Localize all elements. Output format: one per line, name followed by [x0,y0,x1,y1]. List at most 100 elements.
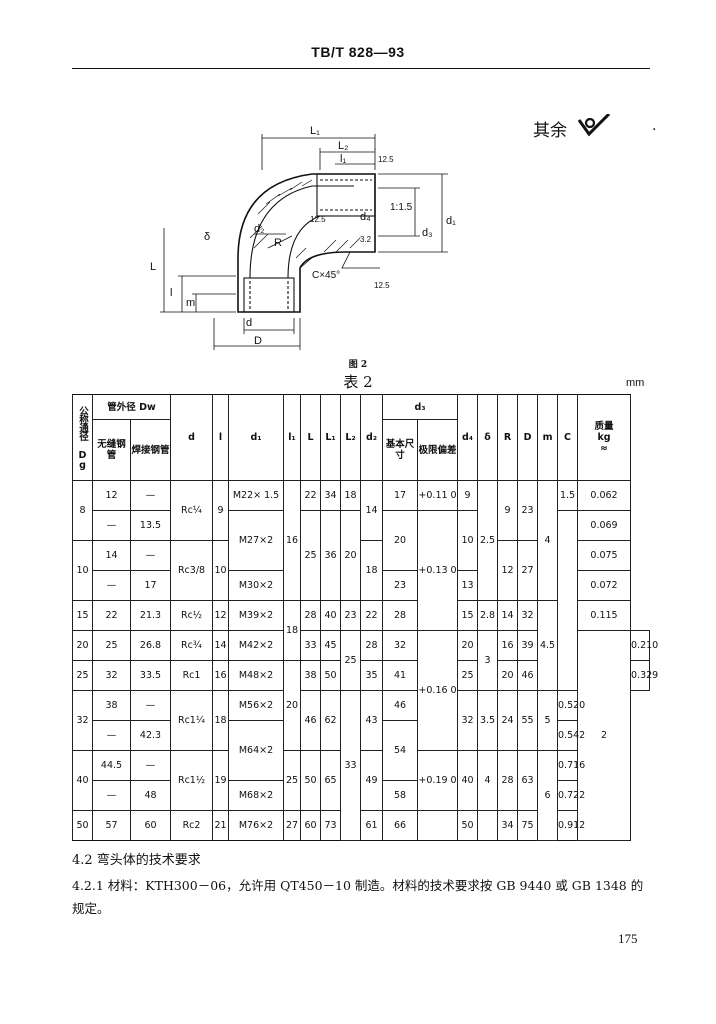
cell: M27×2 [228,510,285,571]
col-mass-label: 质量 [594,421,614,432]
cell: 18 [212,690,230,751]
cell: 0.722 [557,780,585,811]
cell: 40 [72,750,93,811]
cell: 12 [212,600,230,631]
cell: 57 [92,810,131,841]
cell: 12 [497,540,519,601]
cell: 43 [360,690,384,751]
cell: 60 [129,810,172,841]
cell: 0.520 [557,690,585,721]
col-mass-approx: ≈ [600,443,608,454]
cell: Rc¾ [170,630,214,661]
cell: 55 [517,690,539,751]
cell: 3.5 [477,690,499,751]
cell: 10 [457,510,479,571]
label-chamfer: C×45° [312,270,340,281]
figure-caption: 图 2 [348,360,368,370]
label-l: l [170,287,172,299]
cell: 73 [320,810,342,841]
cell: 54 [382,720,419,781]
cell: M39×2 [228,600,285,631]
label-m: m [186,297,195,309]
cell: — [129,690,172,721]
cell: 46 [382,690,419,721]
cell: M76×2 [228,810,285,841]
cell: 32 [92,660,131,691]
cell: — [92,720,131,751]
cell: 35 [360,660,384,691]
cell: — [129,750,172,781]
cell: 0.115 [577,600,632,631]
cell: 46 [300,690,322,751]
col-l: l [212,394,230,481]
cell: 28 [497,750,519,811]
elbow-drawing: L₁ L₂ l₁ 12.5 1:1.5 d₁ d₃ d₄ 12.5 3.2 δ … [150,125,456,350]
cell: M56×2 [228,690,285,721]
cell: 46 [517,660,539,691]
cell: 33 [340,690,362,841]
table-row: 25 32 33.5 Rc1 16 M48×2 20 38 50 35 41 2… [72,660,658,751]
cell: Rc¼ [170,480,214,541]
cell: 9 [497,480,519,541]
cell: Rc1½ [170,750,214,811]
document-header: TB/T 828—93 [311,44,405,60]
roughness-symbol-icon [577,114,611,137]
col-d1: d₁ [228,394,285,481]
cell: 61 [360,810,384,841]
cell: 12 [92,480,131,511]
cell: 23 [382,570,419,601]
cell: Rc1¼ [170,690,214,751]
cell: 17 [129,570,172,601]
cell: 44.5 [92,750,131,781]
cell: 14 [360,480,384,541]
cell: Rc3/8 [170,540,214,601]
cell: 22 [360,600,384,631]
table-row: 50 57 60 Rc2 21 M76×2 27 60 73 61 66 50 … [72,810,650,841]
cell: 5 [537,690,559,751]
table-caption: 表 2 [343,373,373,391]
cell: M22× 1.5 [228,480,285,511]
cell: 3 [477,630,499,691]
cell: 63 [517,750,539,811]
col-seamless: 无缝钢管 [92,419,131,481]
cell: 2.8 [477,600,499,631]
cell: 38 [300,660,322,691]
table-row: — 42.3 M64×2 54 0.542 [73,720,650,781]
section-heading: 4.2 弯头体的技术要求 [72,853,201,868]
roughness-note-text: 其余 [533,121,567,141]
label-taper: 1:1.5 [390,202,413,213]
cell: 20 [382,510,419,571]
label-R: R [274,237,282,249]
cell: 23 [340,600,362,631]
label-L1: L₁ [310,125,320,137]
table-row: 15 22 21.3 Rc½ 12 M39×2 18 28 40 23 22 2… [72,600,650,691]
col-d3: d₃ [382,394,459,420]
col-delta: δ [477,394,499,481]
col-d: d [170,394,214,481]
cell: 38 [92,690,131,721]
cell: 50 [300,750,322,811]
cell: 41 [382,660,419,691]
label-d: d [246,317,252,329]
cell: 28 [300,600,322,631]
cell: 45 [320,630,342,661]
cell: +0.16 0 [417,630,459,751]
cell: 22 [92,600,131,631]
cell: 34 [320,480,342,511]
cell: 50 [72,810,93,841]
cell: 40 [457,750,479,811]
cell: 0.062 [577,480,632,511]
cell: 18 [340,480,362,511]
cell: 26.8 [129,630,172,661]
cell: 0.912 [557,810,585,841]
cell: 14 [92,540,131,571]
page-number: 175 [618,931,638,946]
col-C: C [557,394,579,481]
cell: 66 [382,810,419,841]
cell: 10 [212,540,230,601]
cell: +0.11 0 [417,480,459,511]
label-d2: d₂ [254,223,264,235]
cell: 40 [320,600,342,631]
cell: 75 [517,810,539,841]
cell: 9 [212,480,230,541]
